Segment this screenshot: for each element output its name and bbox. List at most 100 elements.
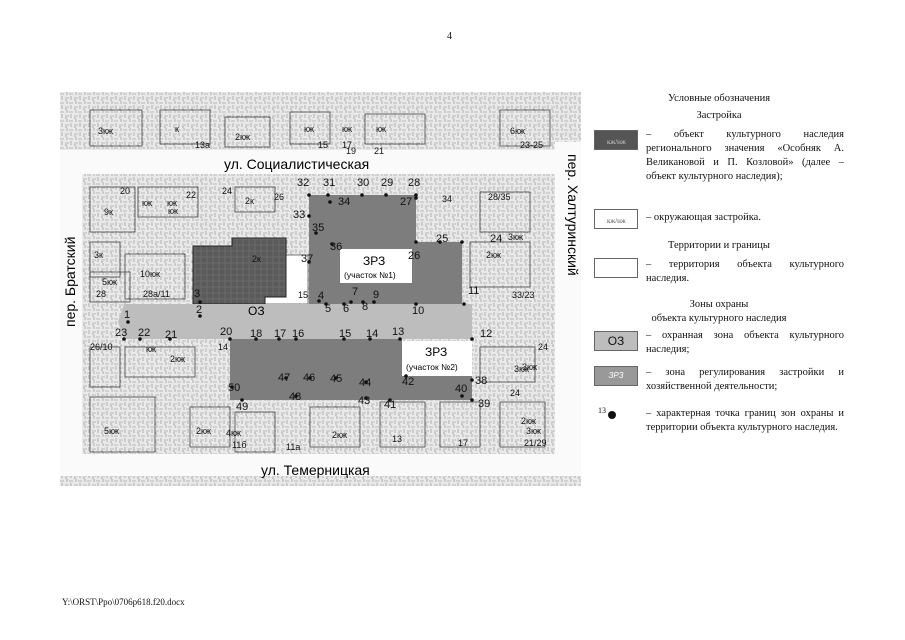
point-label: 47: [278, 372, 290, 384]
legend-section-zones-2: объекта культурного наследия: [651, 313, 787, 324]
legend-zrz-swatch: ЗРЗ: [594, 366, 638, 386]
building-label: 17: [458, 438, 468, 448]
point-label: 27: [400, 196, 412, 208]
building-label: 4кж: [226, 428, 241, 438]
building-label: 6кж: [510, 126, 525, 136]
point-dot-icon: [334, 376, 338, 380]
point-dot-icon: [308, 376, 312, 380]
building-label: 2кж: [332, 430, 347, 440]
building-label: 3кж: [98, 126, 113, 136]
page-number: 4: [447, 31, 452, 42]
legend-point-desc: – характерная точка границ зон охраны и …: [646, 408, 844, 433]
point-dot-icon: [277, 337, 281, 341]
point-dot-icon: [438, 240, 442, 244]
building-label: кж: [146, 344, 156, 354]
building-label: 2кж: [486, 250, 501, 260]
point-dot-icon: [384, 193, 388, 197]
building-label: 19: [346, 146, 356, 156]
legend-heritage-desc: – объект культурного наследия региональн…: [646, 129, 844, 182]
point-dot-icon: [360, 193, 364, 197]
building-label: 24: [538, 342, 548, 352]
point-dot-icon: [414, 196, 418, 200]
point-dot-icon: [388, 398, 392, 402]
point-dot-icon: [364, 380, 368, 384]
point-dot-icon: [342, 302, 346, 306]
point-label: 20: [220, 326, 232, 338]
point-dot-icon: [314, 231, 318, 235]
point-dot-icon: [398, 337, 402, 341]
point-label: 35: [312, 222, 324, 234]
building-label: 26/10: [90, 342, 113, 352]
point-dot-icon: [460, 240, 464, 244]
zoning-map: ул. Социалистическая ул. Темерницкая пер…: [60, 92, 581, 486]
point-dot-icon: [294, 394, 298, 398]
legend-oz-swatch: ОЗ: [594, 331, 638, 351]
heritage-object: [192, 237, 287, 305]
point-label: 14: [366, 328, 378, 340]
point-dot-icon: [342, 337, 346, 341]
point-dot-icon: [368, 337, 372, 341]
street-label-temernitskaya: ул. Темерницкая: [261, 462, 370, 478]
point-label: 37: [301, 253, 313, 265]
zrz1-label: ЗРЗ: [363, 254, 385, 268]
point-label: 18: [250, 328, 262, 340]
point-dot-icon: [168, 337, 172, 341]
legend-surround-swatch: кж/нж: [594, 209, 638, 229]
point-dot-icon: [372, 300, 376, 304]
point-label: 22: [138, 327, 150, 339]
building-label: 9к: [104, 207, 113, 217]
building-label: 15: [318, 140, 328, 150]
point-dot-icon: [307, 193, 311, 197]
building-label: 17: [342, 140, 352, 150]
point-label: 31: [323, 177, 335, 189]
point-label: 38: [475, 375, 487, 387]
point-label: 8: [362, 301, 368, 313]
legend-surround-symbol: кж/нж: [607, 217, 626, 225]
point-dot-icon: [307, 260, 311, 264]
legend-point-number: 13: [598, 406, 606, 415]
point-label: 43: [358, 395, 370, 407]
point-dot-icon: [414, 302, 418, 306]
point-label: 4: [318, 290, 324, 302]
point-dot-icon: [460, 394, 464, 398]
building-label: 5кж: [102, 277, 117, 287]
point-label: 9: [373, 289, 379, 301]
point-label: 25: [436, 233, 448, 245]
building-label: кж: [168, 206, 178, 216]
building-label: 10кж: [140, 269, 160, 279]
legend-section-buildings: Застройка: [696, 110, 742, 121]
point-dot-icon: [608, 411, 616, 419]
building-label: 13а: [195, 140, 210, 150]
building-label: кж: [342, 124, 352, 134]
building-label: 5кж: [104, 426, 119, 436]
legend-territory-swatch: [594, 258, 638, 278]
building-label: 11б: [232, 440, 247, 450]
point-dot-icon: [228, 337, 232, 341]
building-label: 14: [218, 342, 228, 352]
point-label: 12: [480, 328, 492, 340]
point-label: 40: [455, 383, 467, 395]
street-label-bratsky: пер. Братский: [62, 237, 78, 327]
point-dot-icon: [349, 300, 353, 304]
building-label: 2кж: [521, 416, 536, 426]
building-label: 3кж: [526, 426, 541, 436]
point-label: 3: [194, 288, 200, 300]
legend-point-swatch: 13: [594, 404, 638, 424]
point-dot-icon: [462, 302, 466, 306]
point-dot-icon: [230, 385, 234, 389]
legend-zrz-desc: – зона регулирования застройки и хозяйст…: [646, 367, 844, 392]
point-dot-icon: [126, 320, 130, 324]
point-label: 34: [338, 196, 350, 208]
building-label: 20: [120, 186, 130, 196]
oz-zone: [118, 304, 472, 339]
point-dot-icon: [470, 337, 474, 341]
point-dot-icon: [328, 200, 332, 204]
point-label: 29: [381, 177, 393, 189]
legend-title: Условные обозначения: [667, 93, 771, 104]
footer-path: Y:\ORST\Ppo\0706p618.f20.docx: [62, 597, 185, 607]
point-label: 42: [402, 376, 414, 388]
point-dot-icon: [414, 240, 418, 244]
building-label: 28: [96, 289, 106, 299]
